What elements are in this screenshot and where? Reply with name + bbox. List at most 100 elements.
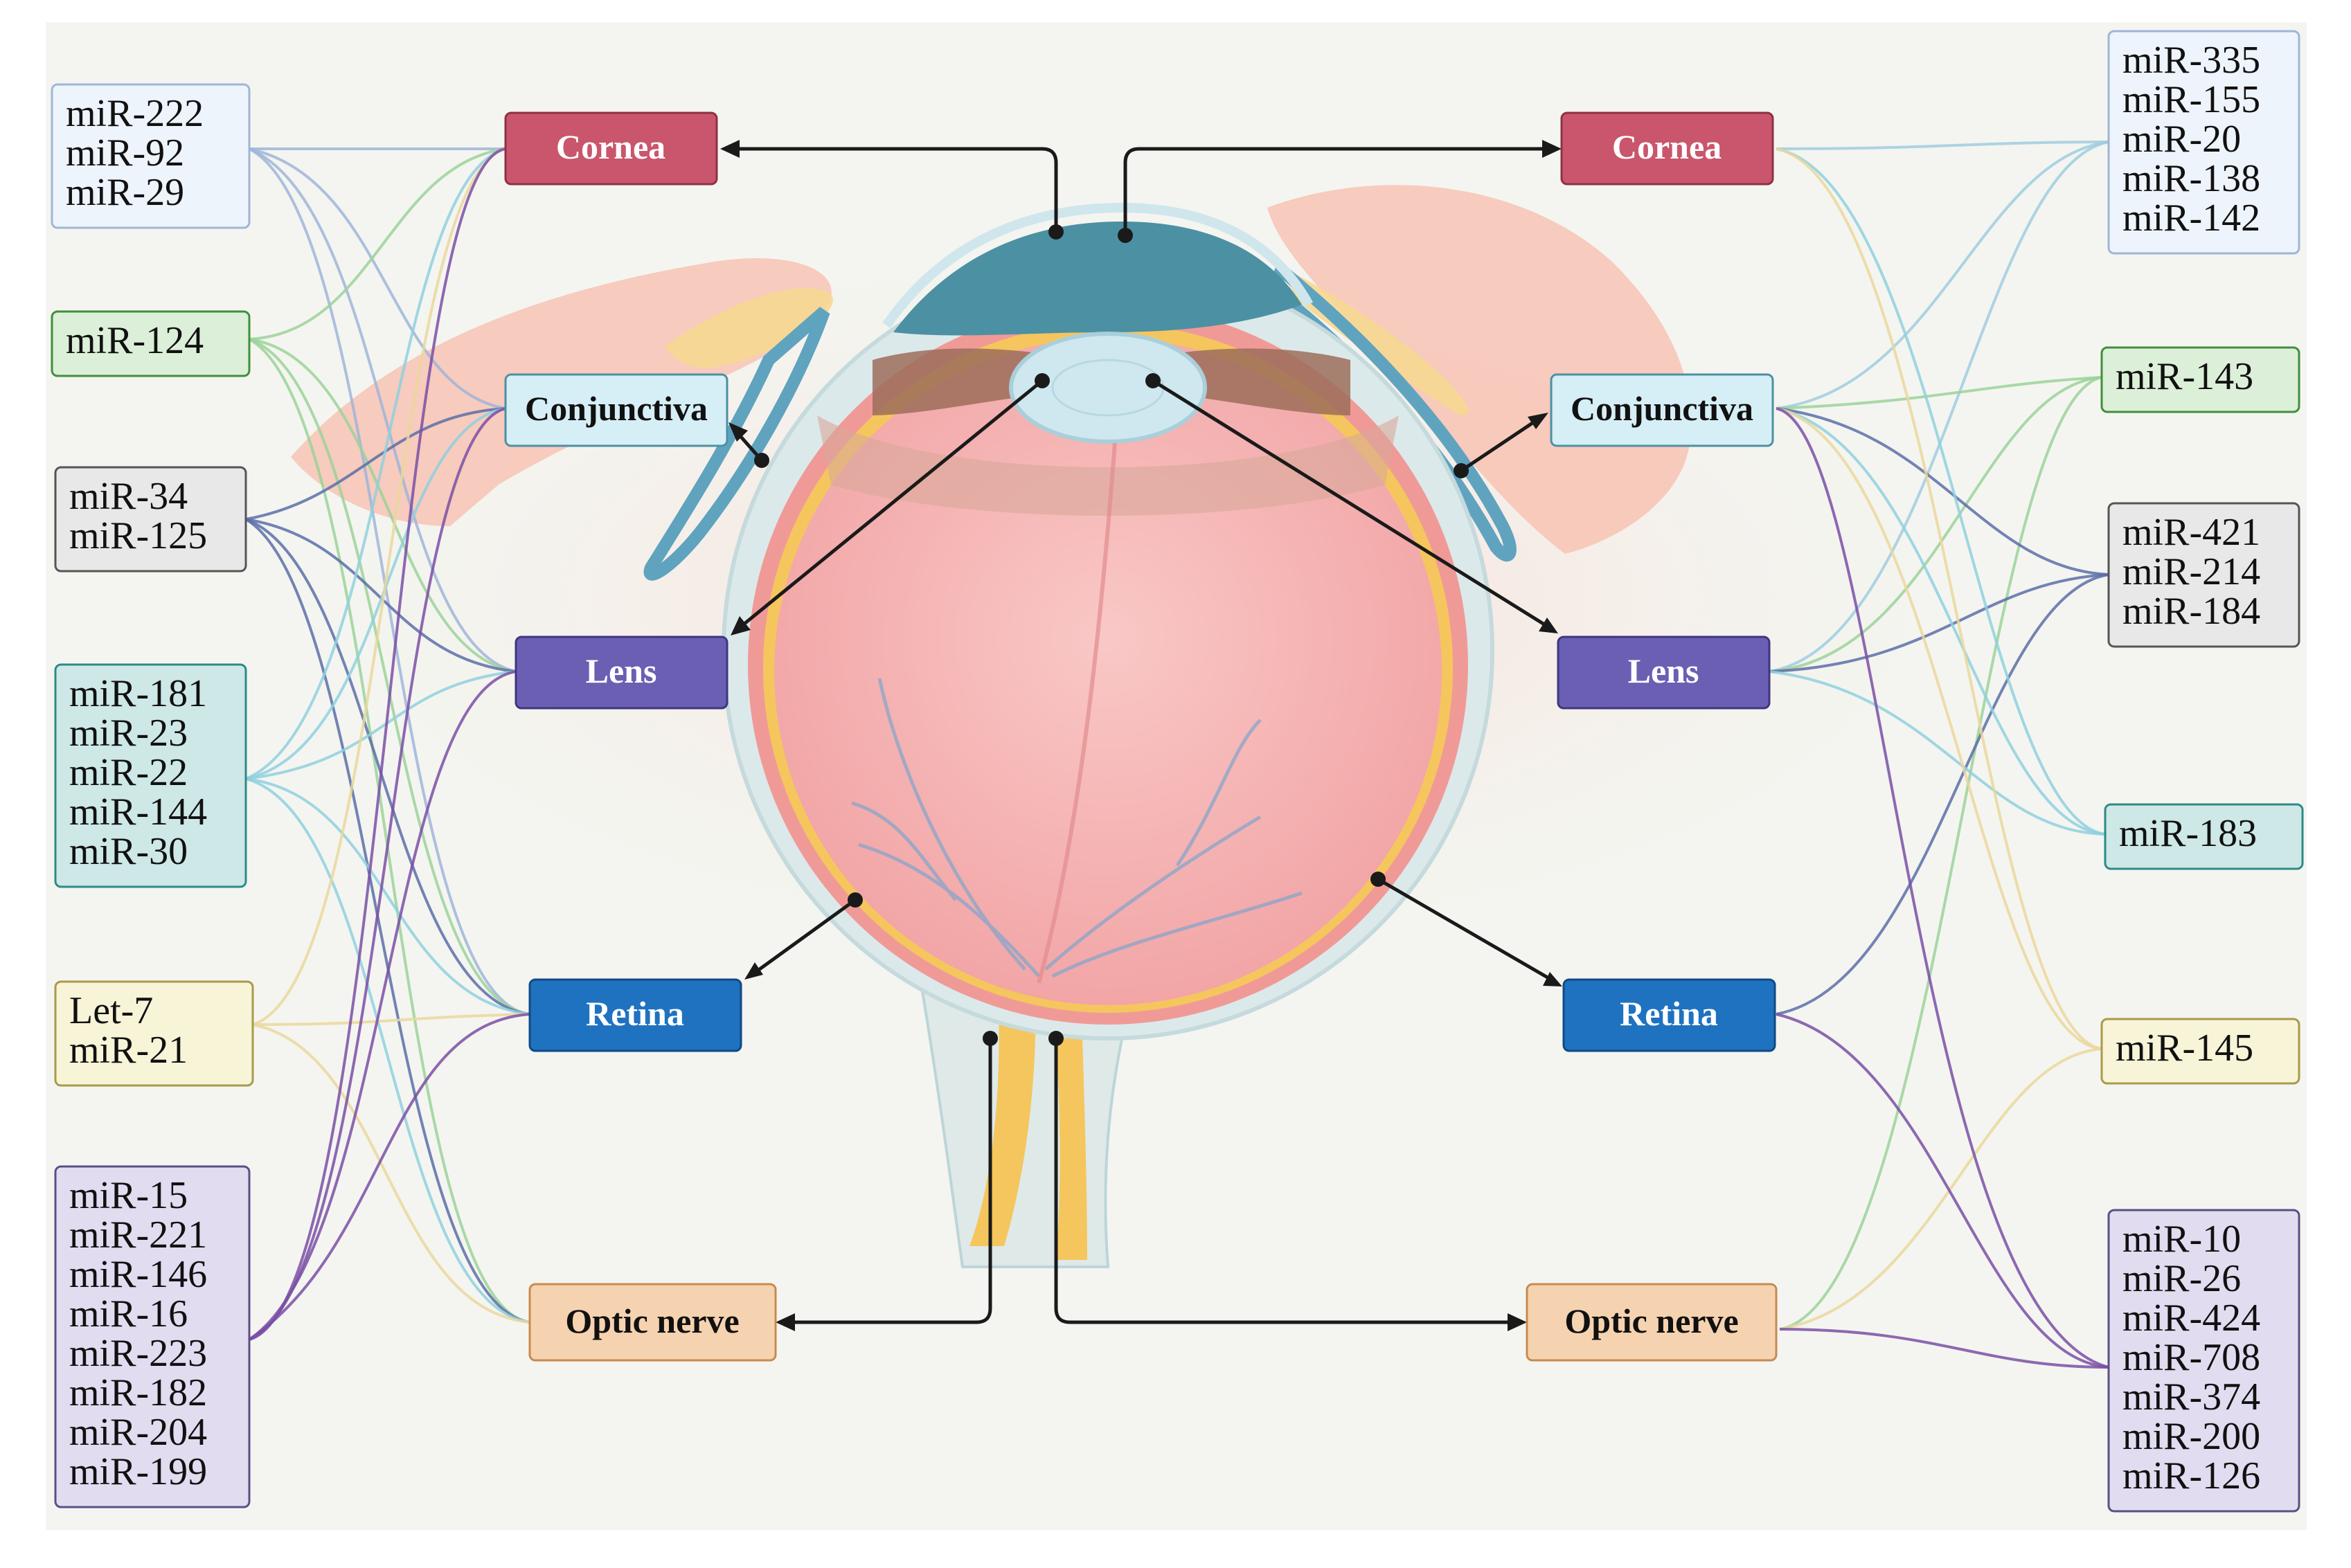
mirna-group-box xyxy=(2104,803,2304,870)
mirna-label: miR-424 xyxy=(2122,1297,2260,1340)
arrow-lens-right xyxy=(1152,379,1549,629)
mirna-label: miR-142 xyxy=(2122,197,2260,240)
arrowhead-optic-left xyxy=(776,1313,795,1331)
arrowhead-cornea-left xyxy=(720,140,740,158)
arrowhead-conjunctiva-right xyxy=(1528,413,1548,429)
tissue-optic-nerve-right-label: Optic nerve xyxy=(1564,1301,1738,1340)
mirna-label: miR-223 xyxy=(69,1332,207,1375)
mirna-label: miR-145 xyxy=(2116,1027,2253,1070)
retinal-vessels xyxy=(851,678,1303,978)
mirna-label: miR-421 xyxy=(2122,511,2260,554)
dot-retina-left xyxy=(848,892,863,908)
link-L2-optic xyxy=(249,338,530,1324)
arrow-lens-left xyxy=(740,379,1044,628)
crystalline-lens xyxy=(1009,332,1207,444)
mirna-group-box xyxy=(54,980,254,1087)
link-L2-retina xyxy=(249,338,530,1016)
link-R6-retina xyxy=(1776,1013,2109,1369)
arrowhead-optic-right xyxy=(1508,1313,1527,1331)
dot-conjunctiva-right xyxy=(1454,463,1469,478)
dot-optic-right xyxy=(1048,1031,1064,1046)
dot-cornea-left xyxy=(1048,224,1064,240)
tissue-retina-left-label: Retina xyxy=(586,994,684,1033)
mirna-label: miR-335 xyxy=(2122,39,2260,82)
link-L5-cornea xyxy=(252,147,506,1026)
tissue-cornea-left-label: Cornea xyxy=(556,127,665,166)
link-L4-retina xyxy=(245,777,530,1016)
link-R1-conjunctiva xyxy=(1776,141,2109,410)
mirna-label: miR-92 xyxy=(66,132,184,174)
mirna-group-box xyxy=(54,663,247,888)
link-L6-cornea xyxy=(249,147,506,1341)
mirna-label: miR-183 xyxy=(2119,812,2257,855)
optic-nerve-fiber-right xyxy=(1053,976,1087,1260)
left-conjunctiva-layer xyxy=(643,307,830,581)
tissue-retina-left: Retina xyxy=(528,978,742,1052)
tissue-labels-right: Cornea Conjunctiva Lens Retina Optic ner… xyxy=(1526,111,1778,1362)
dot-cornea-right xyxy=(1118,228,1133,243)
mirna-group-box xyxy=(51,83,251,229)
dot-lens-left xyxy=(1035,373,1050,388)
link-L1-retina xyxy=(249,147,530,1016)
mirna-label: miR-200 xyxy=(2122,1415,2260,1458)
hyaloid-canal xyxy=(1037,442,1117,984)
mirna-group-right-2: miR-143 xyxy=(2100,346,2300,413)
mirna-group-left-2: miR-124 xyxy=(51,310,251,377)
tissue-cornea-left: Cornea xyxy=(504,111,718,186)
tissue-conjunctiva-right-label: Conjunctiva xyxy=(1571,389,1753,428)
mirna-label: miR-155 xyxy=(2122,78,2260,121)
dot-conjunctiva-left xyxy=(754,453,769,468)
mirna-label: miR-29 xyxy=(66,171,184,214)
link-R2-optic xyxy=(1779,376,2102,1331)
link-L3-optic xyxy=(244,518,530,1324)
cornea-surface xyxy=(882,202,1314,328)
arrowhead-lens-right xyxy=(1539,618,1558,633)
arrow-retina-left xyxy=(753,898,857,975)
link-R5-conjunctiva xyxy=(1776,407,2102,1050)
link-R2-lens xyxy=(1769,376,2102,673)
arrowhead-lens-left xyxy=(731,616,751,636)
mirna-group-box xyxy=(2100,346,2300,413)
cornea-dome xyxy=(893,222,1302,336)
mirna-group-box xyxy=(2107,502,2300,648)
mirna-group-left-6: miR-15miR-221miR-146miR-16miR-223miR-182… xyxy=(54,1165,251,1508)
mirna-label: miR-144 xyxy=(69,791,207,833)
tissue-lens-right: Lens xyxy=(1557,636,1771,710)
mirna-label: miR-199 xyxy=(69,1450,207,1493)
dot-retina-right xyxy=(1370,872,1386,887)
mirna-label: miR-30 xyxy=(69,830,188,873)
link-L5-optic xyxy=(252,1023,530,1324)
link-L2-lens xyxy=(249,338,517,673)
mirna-label: miR-20 xyxy=(2122,118,2241,161)
right-connections xyxy=(1769,141,2109,1369)
link-R5-cornea xyxy=(1776,147,2102,1050)
right-eyelid xyxy=(1267,185,1691,554)
iris-left xyxy=(873,348,1039,415)
link-R4-cornea xyxy=(1776,147,2106,836)
tissue-retina-right: Retina xyxy=(1562,978,1776,1052)
pointer-arrows xyxy=(720,140,1562,1331)
mirna-label: Let-7 xyxy=(69,989,153,1032)
mirna-label: miR-22 xyxy=(69,751,188,794)
arrowhead-retina-right xyxy=(1543,972,1562,986)
tissue-cornea-right-label: Cornea xyxy=(1612,127,1722,166)
tissue-optic-nerve-right: Optic nerve xyxy=(1526,1283,1778,1362)
tissue-lens-right-label: Lens xyxy=(1628,651,1699,690)
mirna-label: miR-374 xyxy=(2122,1376,2260,1418)
arrow-retina-right xyxy=(1377,877,1553,982)
tissue-lens-left: Lens xyxy=(515,636,728,710)
mirna-label: miR-222 xyxy=(66,92,204,135)
arrowhead-conjunctiva-left xyxy=(728,422,748,442)
mirna-label: miR-138 xyxy=(2122,157,2260,200)
link-L6-lens xyxy=(248,670,517,1341)
arrowhead-cornea-right xyxy=(1542,140,1562,158)
